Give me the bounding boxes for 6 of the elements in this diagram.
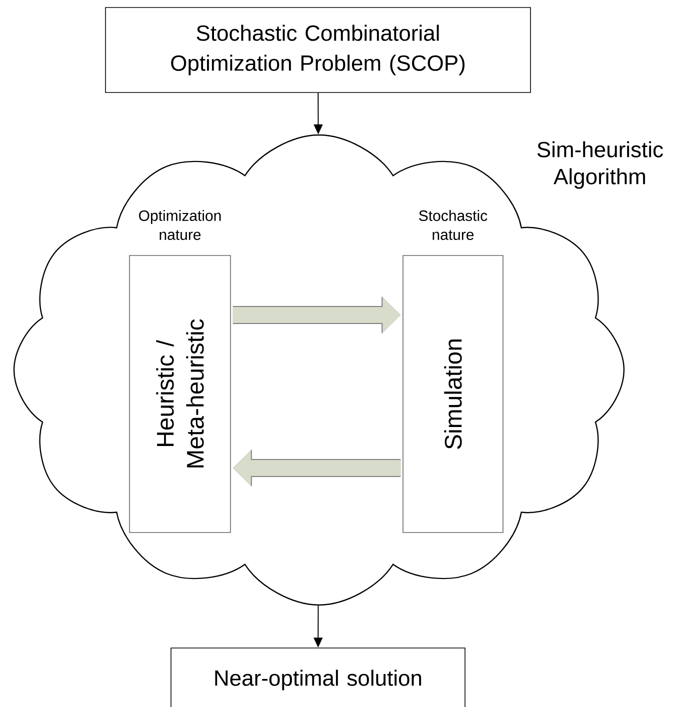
process-box: Near-optimal solution xyxy=(170,648,466,707)
process-box: Heuristic / Meta-heuristic xyxy=(129,255,231,533)
process-box: Stochastic Combinatorial Optimization Problem (SCOP) xyxy=(105,7,531,93)
side-caption: Optimization nature xyxy=(139,210,221,240)
side-caption: Stochastic nature xyxy=(419,210,488,240)
process-box: Simulation xyxy=(402,255,504,533)
